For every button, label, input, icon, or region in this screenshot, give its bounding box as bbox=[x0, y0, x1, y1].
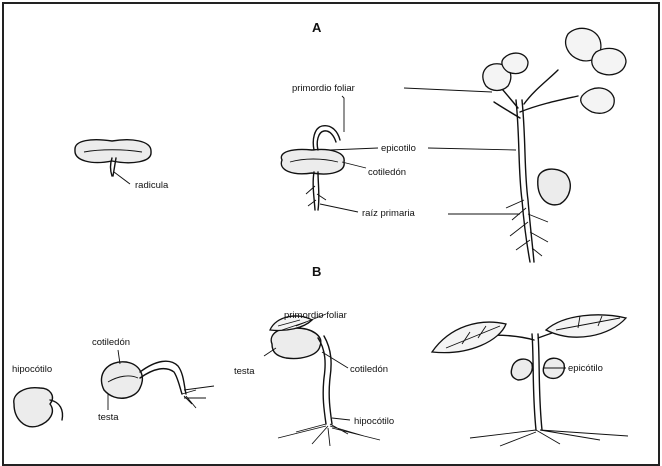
label-cotiledon-b1: cotiledón bbox=[92, 337, 130, 348]
label-cotiledon-b2: cotiledón bbox=[350, 364, 388, 375]
label-testa-b2: testa bbox=[234, 366, 255, 377]
label-raiz-primaria: raíz primaria bbox=[362, 208, 416, 219]
label-hipocotilo-left: hipocótilo bbox=[12, 364, 52, 375]
section-b-title: B bbox=[312, 264, 321, 279]
bean-seed-hipocotilo-drawing bbox=[14, 388, 63, 427]
label-primordio-foliar-b: primordio foliar bbox=[284, 310, 347, 321]
germinating-bean-drawing bbox=[101, 361, 214, 408]
older-seedling-drawing bbox=[483, 28, 626, 262]
epicotilo-a-leader-left bbox=[330, 148, 378, 150]
mature-seedling-drawing bbox=[432, 315, 628, 446]
label-epicotilo-b: epicótilo bbox=[568, 363, 603, 374]
epicotilo-a-leader-right bbox=[428, 148, 516, 150]
label-primordio-foliar-a: primordio foliar bbox=[292, 83, 355, 94]
label-testa-b1: testa bbox=[98, 412, 119, 423]
label-cotiledon-a: cotiledón bbox=[368, 167, 406, 178]
section-a-title: A bbox=[312, 20, 322, 35]
cotiledon-b2-leader bbox=[322, 352, 348, 368]
cotiledon-a-leader bbox=[342, 162, 366, 168]
primordio-foliar-a-leader-2 bbox=[404, 88, 492, 92]
bean-seed-radicle-drawing bbox=[75, 140, 151, 176]
label-radicula: radicula bbox=[135, 180, 169, 191]
label-hipocotilo-b: hipocótilo bbox=[354, 416, 394, 427]
radicula-leader bbox=[114, 172, 130, 184]
raiz-primaria-leader-left bbox=[320, 204, 358, 212]
primordio-foliar-a-leader-1 bbox=[342, 96, 344, 132]
early-seedling-drawing bbox=[281, 126, 344, 210]
hipocotilo-b-leader bbox=[332, 418, 350, 420]
label-epicotilo-a: epicotilo bbox=[381, 143, 416, 154]
